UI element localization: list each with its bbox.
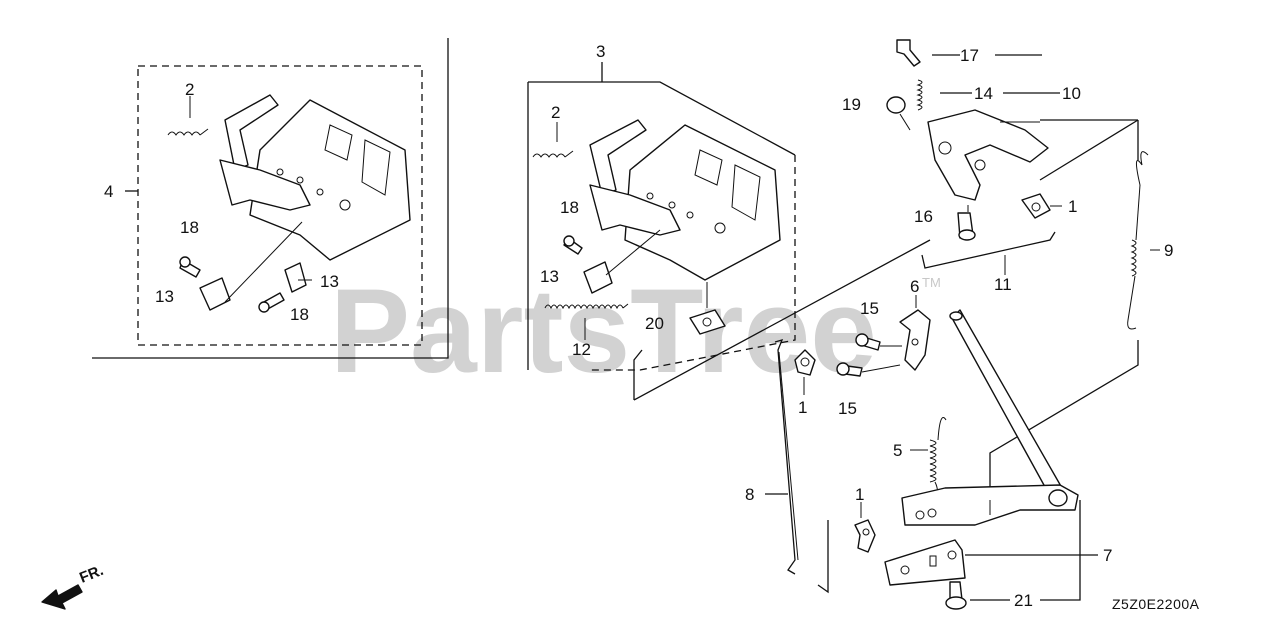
trademark-mark: TM (922, 275, 941, 290)
callout-13-left-b: 13 (320, 272, 339, 291)
governor-rod (921, 119, 1139, 275)
callout-1-middle: 1 (798, 398, 807, 417)
callout-8: 8 (745, 485, 754, 504)
callout-5: 5 (893, 441, 902, 460)
callout-15-b: 15 (838, 399, 857, 418)
callout-4: 4 (104, 182, 113, 201)
callout-18-left-a: 18 (180, 218, 199, 237)
clip-lower (817, 502, 876, 594)
callout-9: 9 (1164, 241, 1173, 260)
callout-18-left-b: 18 (290, 305, 309, 324)
choke-rod (765, 339, 799, 575)
callout-10: 10 (1062, 84, 1081, 103)
return-spring (910, 417, 947, 501)
callout-3: 3 (596, 42, 605, 61)
callout-21: 21 (1014, 591, 1033, 610)
callout-19: 19 (842, 95, 861, 114)
figure-code: Z5Z0E2200A (1112, 596, 1200, 612)
callout-14: 14 (974, 84, 993, 103)
callout-15-a: 15 (860, 299, 879, 318)
callout-1-top: 1 (1068, 197, 1077, 216)
direction-label: FR. (77, 562, 106, 587)
clip-middle (794, 349, 816, 395)
governor-spring (989, 120, 1160, 487)
governor-lever-assembly (886, 39, 1062, 241)
front-direction-arrow: FR. (41, 562, 106, 610)
callout-13-center: 13 (540, 267, 559, 286)
callout-2-center: 2 (551, 103, 560, 122)
control-lever-shaft (884, 309, 1098, 610)
callout-18-center: 18 (560, 198, 579, 217)
control-base-assembly-left (92, 38, 449, 359)
callout-2-left: 2 (185, 80, 194, 99)
callout-17: 17 (960, 46, 979, 65)
callout-7: 7 (1103, 546, 1112, 565)
control-base-assembly-center (527, 62, 931, 401)
callout-13-left-a: 13 (155, 287, 174, 306)
callout-6: 6 (910, 277, 919, 296)
callout-11: 11 (994, 275, 1012, 294)
lever-bracket (836, 295, 931, 377)
callout-16: 16 (914, 207, 933, 226)
callout-20: 20 (645, 314, 664, 333)
callout-12: 12 (572, 340, 591, 359)
callout-1-lower: 1 (855, 485, 864, 504)
